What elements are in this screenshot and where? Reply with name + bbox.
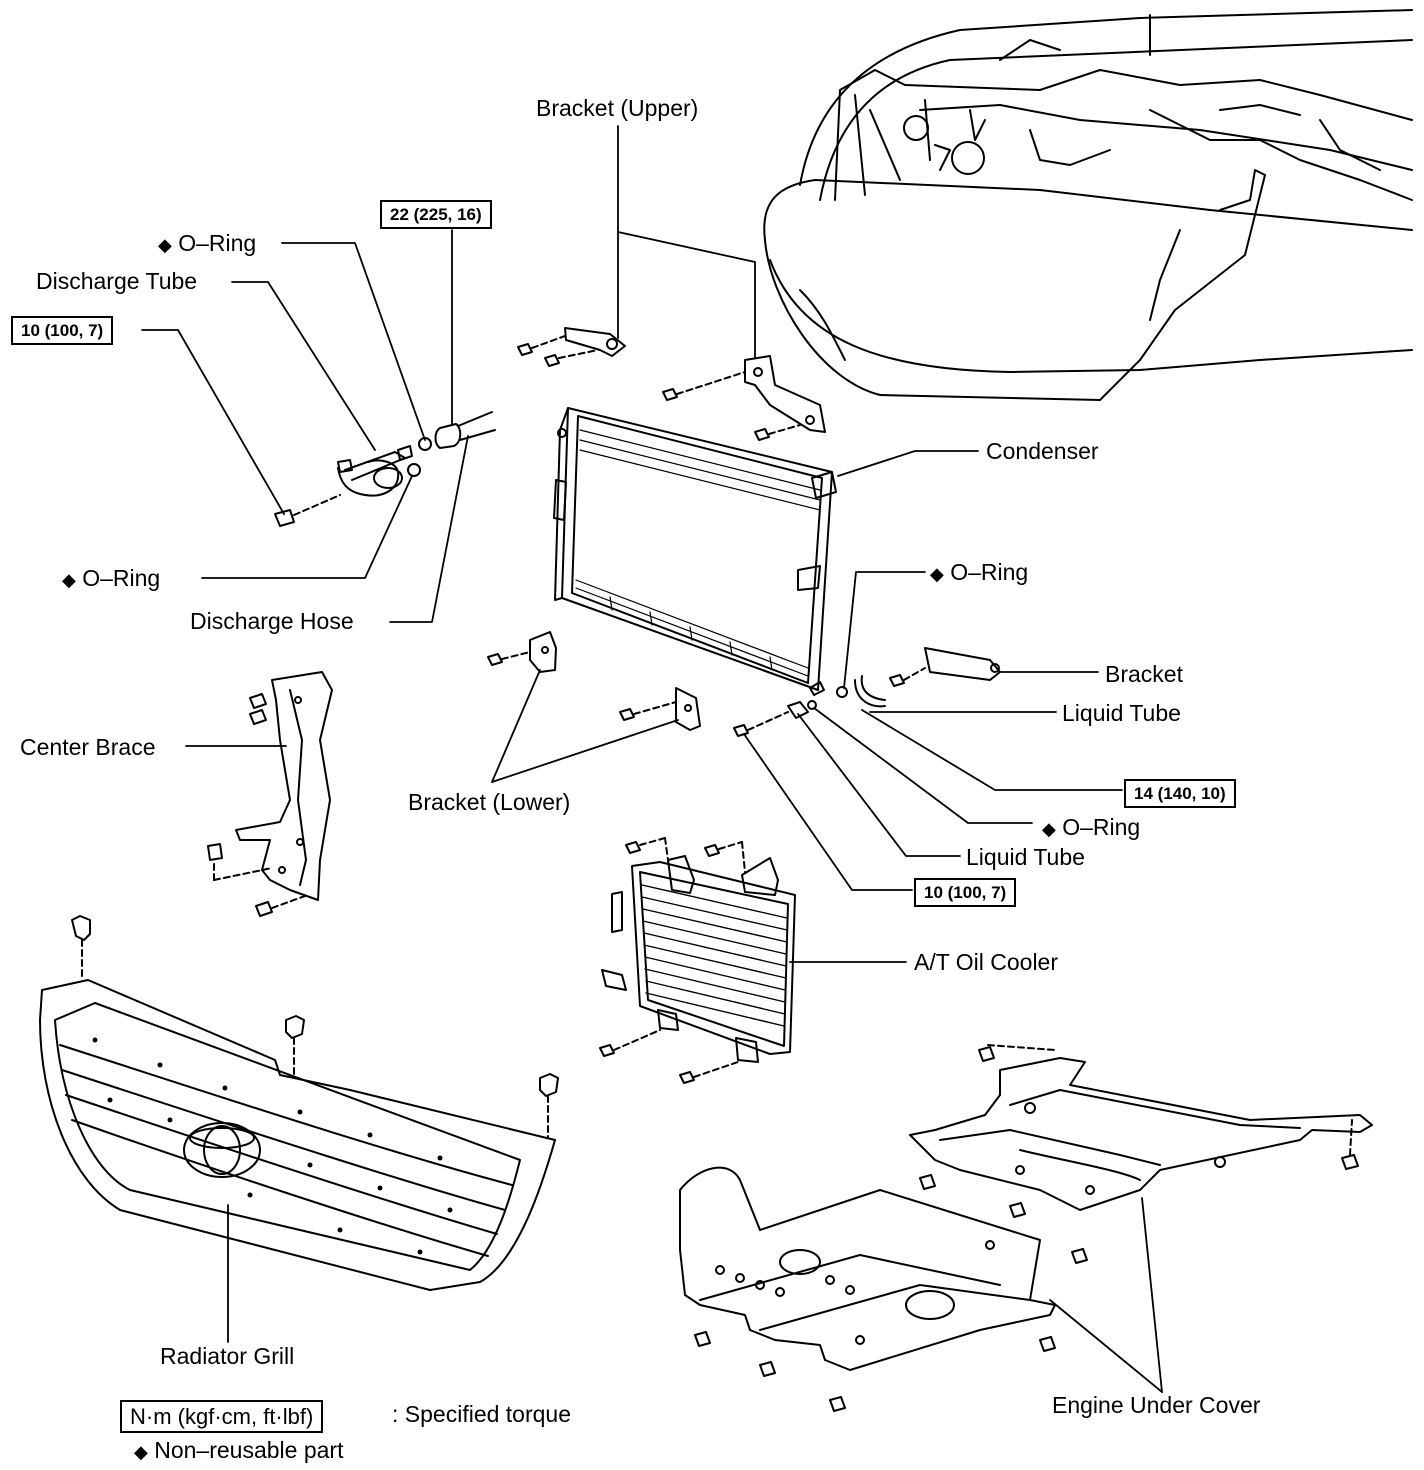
non-reusable-diamond-icon: ◆	[930, 564, 944, 584]
bracket-lower-parts	[487, 631, 701, 731]
label-liquid-tube-1: Liquid Tube	[1062, 700, 1181, 726]
label-bracket-lower: Bracket (Lower)	[408, 789, 571, 815]
label-condenser: Condenser	[986, 438, 1099, 464]
label-discharge-tube: Discharge Tube	[36, 268, 198, 294]
non-reusable-diamond-icon: ◆	[1042, 819, 1056, 839]
torque-box-discharge-tube: 10 (100, 7)	[11, 316, 114, 345]
torque-box-liquid-tube-2: 10 (100, 7)	[914, 878, 1017, 907]
vehicle-front-body	[763, 9, 1413, 401]
discharge-parts	[274, 411, 496, 527]
label-o-ring-top-text: O–Ring	[178, 230, 257, 256]
legend-non-reusable-text: Non–reusable part	[154, 1437, 344, 1463]
center-brace-part	[207, 671, 333, 917]
non-reusable-diamond-icon: ◆	[158, 235, 172, 255]
legend-non-reusable: ◆ Non–reusable part	[134, 1439, 343, 1462]
label-o-ring-right-text: O–Ring	[950, 559, 1029, 585]
torque-box-liquid-tube-1: 14 (140, 10)	[1124, 779, 1236, 808]
legend-specified-torque: : Specified torque	[392, 1401, 572, 1427]
torque-box-discharge-hose: 22 (225, 16)	[380, 200, 492, 229]
non-reusable-diamond-icon: ◆	[62, 570, 76, 590]
label-at-oil-cooler: A/T Oil Cooler	[914, 949, 1059, 975]
at-oil-cooler-part	[599, 837, 796, 1084]
legend-torque-unit-box: N·m (kgf·cm, ft·lbf)	[120, 1400, 324, 1434]
condenser-part	[553, 407, 837, 696]
label-o-ring-left: ◆ O–Ring	[62, 567, 160, 590]
label-o-ring-top: ◆ O–Ring	[158, 232, 256, 255]
label-bracket: Bracket	[1105, 661, 1183, 687]
label-discharge-hose: Discharge Hose	[190, 608, 354, 634]
engine-under-cover-part	[909, 1044, 1373, 1211]
label-o-ring-mid-text: O–Ring	[1062, 814, 1141, 840]
label-o-ring-left-text: O–Ring	[82, 565, 161, 591]
bracket-upper-parts	[517, 327, 826, 441]
label-bracket-upper: Bracket (Upper)	[536, 95, 699, 121]
label-o-ring-mid: ◆ O–Ring	[1042, 816, 1140, 839]
liquid-tube-parts	[733, 647, 1001, 737]
label-o-ring-right: ◆ O–Ring	[930, 561, 1028, 584]
label-center-brace: Center Brace	[20, 734, 156, 760]
engine-under-cover-front-part	[679, 1166, 1088, 1412]
label-liquid-tube-2: Liquid Tube	[966, 844, 1085, 870]
radiator-grill-part	[39, 915, 559, 1291]
label-engine-under-cover: Engine Under Cover	[1052, 1392, 1261, 1418]
label-radiator-grill: Radiator Grill	[160, 1343, 295, 1369]
non-reusable-diamond-icon: ◆	[134, 1442, 148, 1462]
leader-lines	[141, 125, 1163, 1393]
